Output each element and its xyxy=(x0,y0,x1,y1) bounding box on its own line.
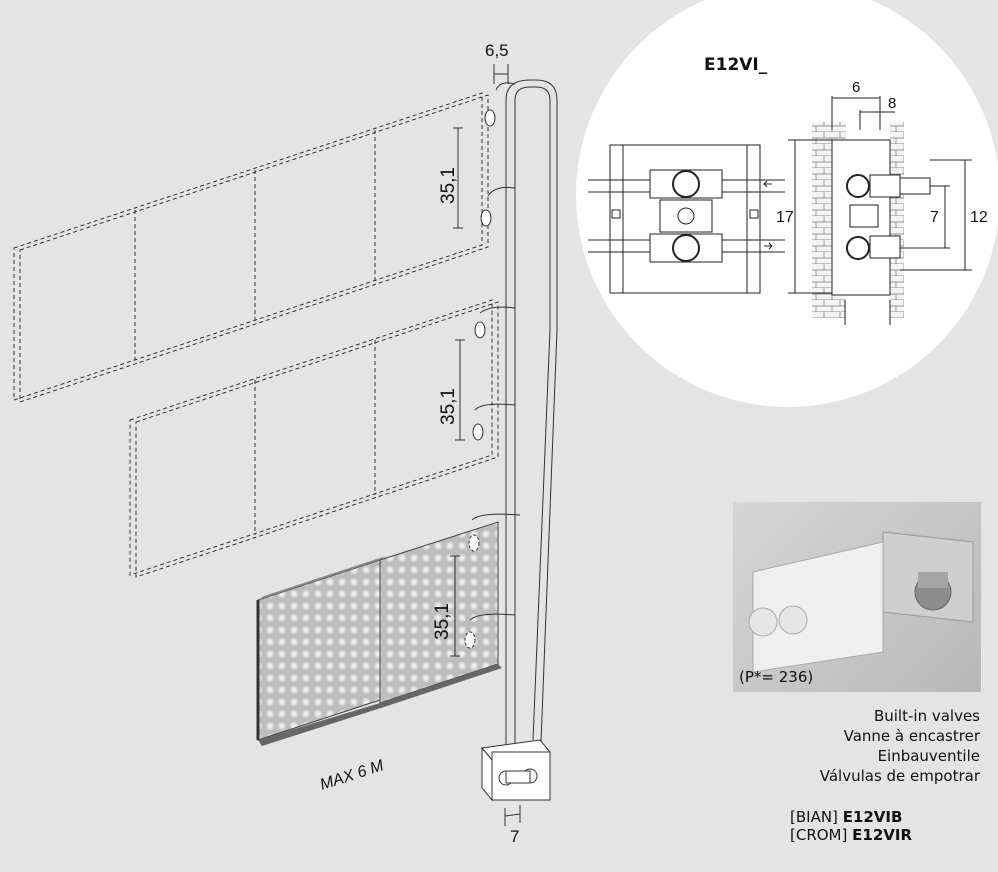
textured-panels xyxy=(256,521,502,746)
front-view xyxy=(588,144,785,294)
variant-chrome-finish: [CROM] xyxy=(790,826,848,844)
detail-inner: 7 xyxy=(930,209,939,226)
max-length-label: MAX 6 M xyxy=(318,757,386,794)
valve-box xyxy=(481,739,551,802)
description-en: Built-in valves xyxy=(873,707,980,725)
side-view xyxy=(788,96,972,325)
panel-gap-label-2: 35,1 xyxy=(438,388,459,425)
detail-view: E12VI_ xyxy=(576,0,998,407)
description-es: Válvulas de empotrar xyxy=(819,767,980,785)
bottom-spacing-label: 7 xyxy=(510,827,519,846)
detail-height: 17 xyxy=(776,209,794,226)
dimension-lines xyxy=(450,64,521,826)
description-de: Einbauventile xyxy=(877,747,980,765)
top-spacing-label: 6,5 xyxy=(485,41,509,60)
photo-caption: (P*= 236) xyxy=(739,668,814,686)
variant-white: [BIAN] E12VIB xyxy=(790,808,902,826)
detail-outer: 12 xyxy=(970,209,988,226)
variant-chrome-code: E12VIR xyxy=(852,826,913,844)
variant-chrome: [CROM] E12VIR xyxy=(790,826,912,844)
variant-white-code: E12VIB xyxy=(842,808,903,826)
detail-depth-a: 6 xyxy=(852,79,860,96)
panel-gap-label-3: 35,1 xyxy=(432,603,453,640)
variant-white-finish: [BIAN] xyxy=(790,808,838,826)
supply-pipes xyxy=(464,79,558,745)
panel-gap-label-1: 35,1 xyxy=(438,167,459,204)
detail-depth-b: 8 xyxy=(888,95,896,112)
product-photo: (P*= 236) xyxy=(733,502,981,692)
description-fr: Vanne à encastrer xyxy=(843,727,980,745)
detail-product-code: E12VI_ xyxy=(704,55,768,75)
valve-photo-illustration xyxy=(748,531,974,673)
dashed-panel-group-middle xyxy=(129,299,499,578)
dashed-panel-group-top xyxy=(13,92,489,403)
